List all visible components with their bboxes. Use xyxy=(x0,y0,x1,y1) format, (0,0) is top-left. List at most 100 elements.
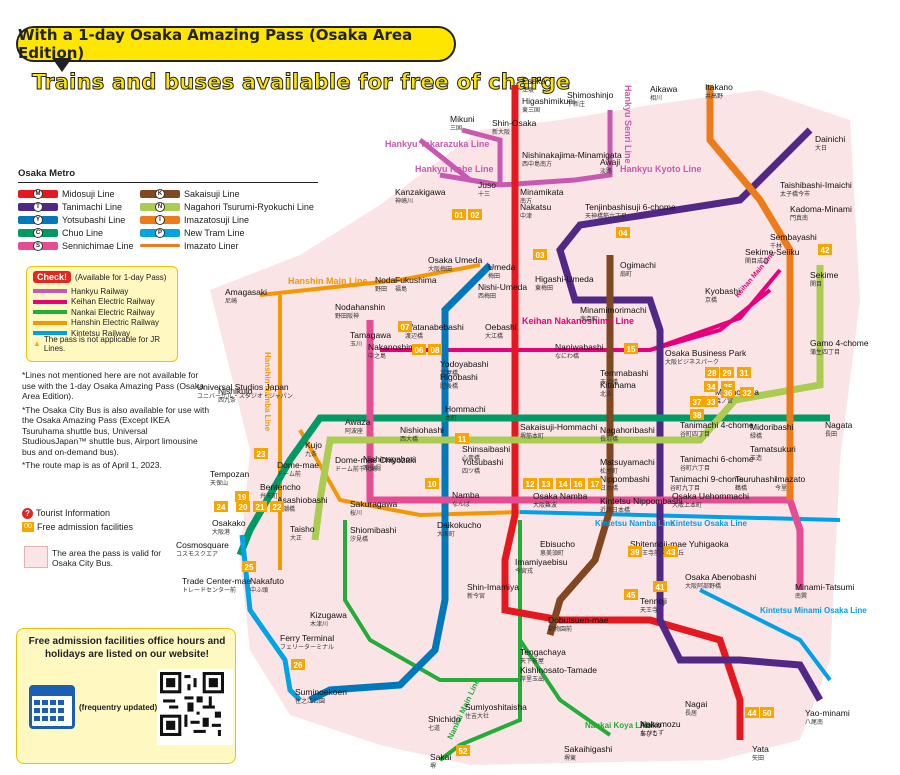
free-admission-marker[interactable]: 13 xyxy=(539,478,553,489)
qr-code-icon[interactable] xyxy=(157,669,233,745)
station-name-jp: 近鉄日本橋 xyxy=(600,506,630,514)
free-admission-marker[interactable]: 21 xyxy=(253,501,267,512)
free-admission-marker[interactable]: 24 xyxy=(214,501,228,512)
free-admission-marker[interactable]: 41 xyxy=(653,581,667,592)
station-name-jp: 動物園前 xyxy=(548,625,572,633)
free-admission-box xyxy=(556,478,570,489)
station-name-jp: 心斎橋 xyxy=(462,454,480,462)
free-admission-marker[interactable]: 34 xyxy=(704,381,718,392)
label-hankyu-kobe: Hankyu Kobe Line xyxy=(415,164,494,174)
station-name-jp: 四天王寺前夕陽ケ丘 xyxy=(630,549,684,557)
free-admission-marker[interactable]: 01 xyxy=(452,209,466,220)
free-admission-marker[interactable]: 03 xyxy=(533,249,547,260)
free-admission-number: 13 xyxy=(542,480,551,489)
free-admission-marker[interactable]: 42 xyxy=(818,244,832,255)
info-title: Free admission facilities office hours a… xyxy=(28,636,226,660)
hanshin-lines xyxy=(259,263,521,570)
station-name-jp: 四ツ橋 xyxy=(462,467,480,475)
station-name-en: Taisho xyxy=(290,524,315,534)
station-name-jp: 千林 xyxy=(770,242,782,250)
free-admission-marker[interactable]: 23 xyxy=(254,448,268,459)
station-name-jp: 南方 xyxy=(520,197,532,205)
station-name-jp: 淀屋橋 xyxy=(440,369,458,377)
free-admission-marker[interactable]: 22 xyxy=(270,501,284,512)
station-name-en: Shinsaibashi xyxy=(462,444,510,454)
station-name-jp: 十三 xyxy=(478,190,490,198)
free-admission-marker[interactable]: 29 xyxy=(720,367,734,378)
free-admission-marker[interactable]: 37 xyxy=(690,396,704,407)
station-name-jp: 太子橋今市 xyxy=(780,190,810,198)
free-admission-marker[interactable]: 31 xyxy=(737,367,751,378)
line-swatch: P xyxy=(140,227,180,238)
station-name-jp: 谷町九丁目 xyxy=(670,484,700,492)
free-admission-marker[interactable]: 32 xyxy=(740,387,754,398)
free-admission-marker[interactable]: 04 xyxy=(616,227,630,238)
free-admission-marker[interactable]: 08 xyxy=(428,344,442,355)
free-admission-box xyxy=(425,478,439,489)
free-admission-marker[interactable]: 28 xyxy=(705,367,719,378)
station-name-en: Nishikujo xyxy=(218,386,253,396)
line-code: M xyxy=(33,188,43,199)
station-name-en: Tenjinbashisuji 6-chome xyxy=(585,202,676,212)
free-admission-marker[interactable]: 43 xyxy=(664,546,678,557)
station-name-jp: 鶴橋 xyxy=(735,484,747,492)
free-admission-marker[interactable]: 14 xyxy=(556,478,570,489)
free-admission-number: 20 xyxy=(239,503,248,512)
station-name-en: Sekime xyxy=(810,270,839,280)
free-admission-marker[interactable]: 15 xyxy=(624,343,638,354)
free-admission-marker[interactable]: 44 xyxy=(745,707,759,718)
free-admission-box xyxy=(236,501,250,512)
free-admission-marker[interactable]: 07 xyxy=(398,321,412,332)
free-admission-marker[interactable]: 12 xyxy=(523,478,537,489)
station-name-jp: 弁天町 xyxy=(260,492,278,500)
station-name-en: Nagai xyxy=(685,699,707,709)
free-admission-marker[interactable]: 10 xyxy=(425,478,439,489)
station-name-en: Dobutsuen-mae xyxy=(548,615,609,625)
free-admission-marker[interactable]: 50 xyxy=(760,707,774,718)
station-name-jp: あびこ xyxy=(640,730,658,738)
free-admission-marker[interactable]: 19 xyxy=(235,491,249,502)
free-admission-marker[interactable]: 16 xyxy=(571,478,585,489)
station-name-en: Sembayashi xyxy=(770,232,817,242)
free-admission-marker[interactable]: 38 xyxy=(690,409,704,420)
station-name-jp: 大江橋 xyxy=(485,332,503,340)
free-admission-marker[interactable]: 52 xyxy=(456,745,470,756)
free-admission-marker[interactable]: 06 xyxy=(412,344,426,355)
kintetsu-lines xyxy=(519,510,841,682)
station-name-jp: 桜川 xyxy=(350,509,362,517)
free-admission-marker[interactable]: 36 xyxy=(721,387,735,398)
station-name-en: Tamagawa xyxy=(350,330,391,340)
station-name-en: Abiko xyxy=(640,720,662,730)
station-name-en: Sakuragawa xyxy=(350,499,398,509)
line-swatch: K xyxy=(140,188,180,199)
free-admission-marker[interactable]: 26 xyxy=(291,659,305,670)
line-name: Chuo Line xyxy=(62,227,104,238)
free-admission-marker[interactable]: 33 xyxy=(704,396,718,407)
free-admission-marker[interactable]: 39 xyxy=(628,546,642,557)
free-admission-marker[interactable]: 17 xyxy=(588,478,602,489)
free-admission-marker[interactable]: 45 xyxy=(624,589,638,600)
free-admission-marker[interactable]: 11 xyxy=(455,433,469,444)
station-name-en: Ferry Terminal xyxy=(280,633,334,643)
free-admission-marker[interactable]: 25 xyxy=(242,561,256,572)
free-admission-box xyxy=(704,381,718,392)
station-name-en: Watanabebashi xyxy=(405,322,464,332)
free-admission-marker[interactable]: 02 xyxy=(468,209,482,220)
free-admission-number: 39 xyxy=(631,548,640,557)
free-admission-marker[interactable]: 20 xyxy=(236,501,250,512)
station-name-jp: 北浜 xyxy=(600,390,612,398)
